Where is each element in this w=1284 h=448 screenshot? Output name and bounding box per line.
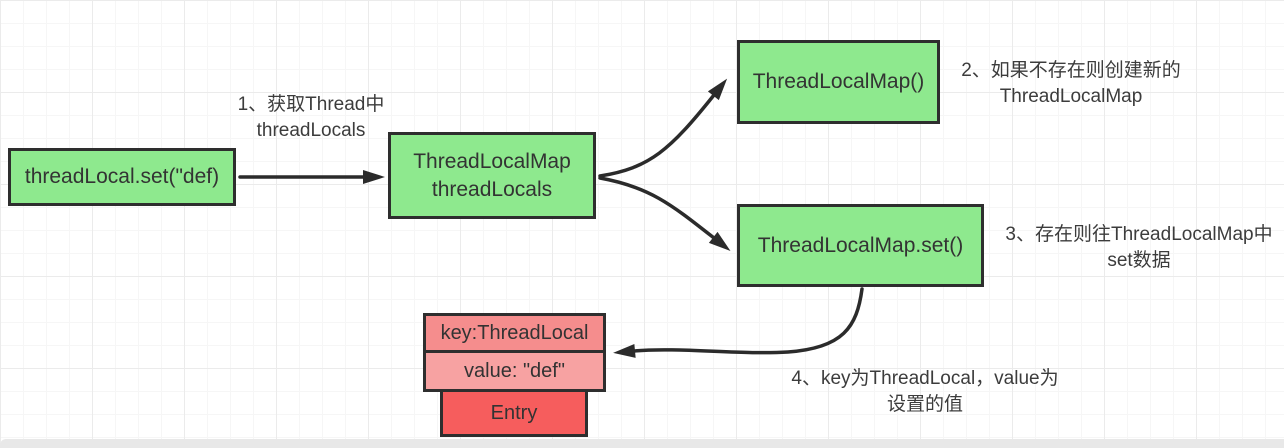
box-entry-label: Entry xyxy=(490,402,538,424)
box-threadlocals-line2: threadLocals xyxy=(431,177,553,201)
note-step1-line1: 1、获取Thread中 xyxy=(237,94,385,115)
box-threadlocalmap-set: ThreadLocalMap.set() xyxy=(737,204,984,287)
box-threadlocalmap-set-label: ThreadLocalMap.set() xyxy=(757,233,964,257)
box-entry-key-label: key:ThreadLocal xyxy=(440,322,589,344)
box-threadlocalmap-constructor-label: ThreadLocalMap() xyxy=(752,70,925,94)
box-entry-value: value: "def" xyxy=(423,350,606,392)
bottom-gray-bar xyxy=(0,439,1284,448)
box-threadlocal-set: threadLocal.set("def) xyxy=(8,148,236,206)
note-step2-line1: 2、如果不存在则创建新的 xyxy=(961,60,1181,81)
note-step4-line1: 4、key为ThreadLocal，value为 xyxy=(791,368,1059,389)
note-step3-line1: 3、存在则往ThreadLocalMap中 xyxy=(1005,224,1273,245)
arrow-branch-up xyxy=(598,78,728,178)
box-threadlocals-line1: ThreadLocalMap xyxy=(413,150,571,174)
box-entry-key: key:ThreadLocal xyxy=(423,313,606,353)
note-step3-line2: set数据 xyxy=(1107,249,1171,271)
box-threadlocalmap-constructor: ThreadLocalMap() xyxy=(737,40,940,124)
note-step1: 1、获取Thread中 threadLocals xyxy=(238,92,385,143)
arrow-set-to-entry xyxy=(613,287,864,358)
note-step2-line2: ThreadLocalMap xyxy=(999,85,1143,107)
arrow-branch-down xyxy=(598,176,731,251)
box-threadlocals: ThreadLocalMap threadLocals xyxy=(388,132,596,219)
note-step2: 2、如果不存在则创建新的 ThreadLocalMap xyxy=(961,58,1181,109)
box-entry-value-label: value: "def" xyxy=(464,360,565,382)
box-threadlocal-set-label: threadLocal.set("def) xyxy=(24,165,220,189)
note-step1-line2: threadLocals xyxy=(256,119,366,141)
note-step4-line2: 设置的值 xyxy=(886,393,963,415)
note-step4: 4、key为ThreadLocal，value为 设置的值 xyxy=(791,366,1058,417)
note-step3: 3、存在则往ThreadLocalMap中 set数据 xyxy=(1005,222,1272,273)
box-entry: Entry xyxy=(440,389,588,437)
